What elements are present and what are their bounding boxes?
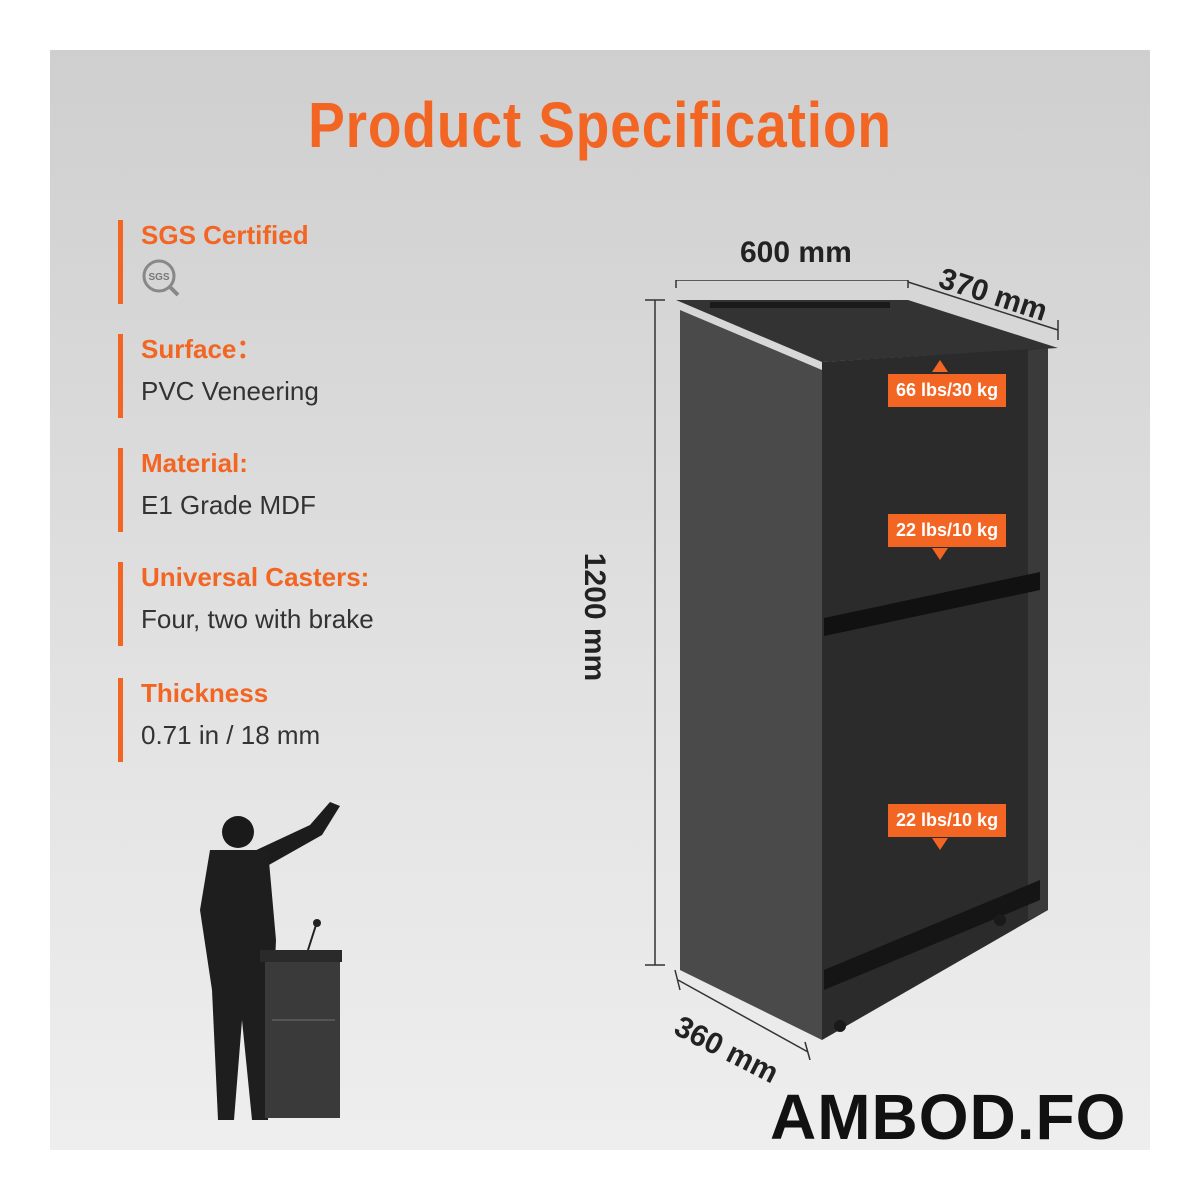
spec-label: Surface： xyxy=(141,334,263,364)
spec-sgs: SGS Certified SGS xyxy=(118,220,309,304)
spec-value: Four, two with brake xyxy=(141,604,374,634)
spec-label: Thickness xyxy=(141,678,269,708)
page-title: Product Specification xyxy=(308,89,892,161)
spec-label: Material: xyxy=(141,448,248,478)
dimension-height: 1200 mm xyxy=(578,552,612,682)
lectern-illustration xyxy=(645,280,1059,1060)
spec-surface: Surface： PVC Veneering xyxy=(118,334,319,418)
spec-material: Material: E1 Grade MDF xyxy=(118,448,316,532)
load-badge-top: 66 lbs/30 kg xyxy=(888,374,1007,407)
sgs-icon-text: SGS xyxy=(148,272,169,283)
sgs-badge-icon: SGS xyxy=(142,259,180,297)
brand-logo: AMBOD.FO xyxy=(770,1081,1127,1153)
spec-casters: Universal Casters: Four, two with brake xyxy=(118,562,374,646)
speaker-illustration xyxy=(200,802,342,1120)
spec-value: 0.71 in / 18 mm xyxy=(141,720,321,750)
dimension-width: 600 mm xyxy=(740,236,852,269)
spec-label: SGS Certified xyxy=(141,220,309,250)
load-badge-middle: 22 lbs/10 kg xyxy=(888,514,1007,547)
spec-value: E1 Grade MDF xyxy=(141,490,316,520)
load-badge-bottom: 22 lbs/10 kg xyxy=(888,804,1007,837)
spec-value: PVC Veneering xyxy=(141,376,319,406)
spec-thickness: Thickness 0.71 in / 18 mm xyxy=(118,678,320,762)
spec-label: Universal Casters: xyxy=(141,562,370,592)
